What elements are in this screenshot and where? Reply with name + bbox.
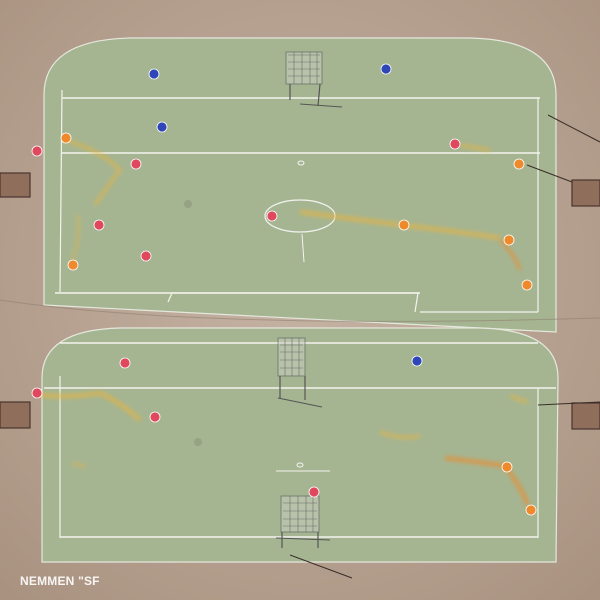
player-marker-orange [503, 234, 515, 246]
player-marker-red [140, 250, 152, 262]
player-marker-red [119, 357, 131, 369]
player-marker-red [266, 210, 278, 222]
top-right-stand [571, 179, 600, 207]
top-line-left [59, 89, 63, 293]
bottom-right-stand [571, 402, 600, 430]
player-marker-orange [60, 132, 72, 144]
pitch-top [0, 37, 600, 333]
pitch-top-surface [43, 37, 557, 333]
player-marker-orange [525, 504, 537, 516]
player-marker-orange [67, 259, 79, 271]
bottom-goal-lower [275, 495, 331, 548]
player-marker-red [93, 219, 105, 231]
bottom-shadow-line [289, 554, 353, 579]
bottom-goal-upper [277, 337, 323, 408]
top-ball [184, 200, 192, 208]
player-marker-red [31, 145, 43, 157]
watermark-text: NEMMEN "SF [20, 574, 100, 588]
player-marker-orange [501, 461, 513, 473]
player-marker-red [31, 387, 43, 399]
player-marker-red [149, 411, 161, 423]
player-marker-blue [156, 121, 168, 133]
top-left-stand [0, 172, 31, 198]
bottom-spot [296, 462, 304, 468]
top-center-tick [301, 233, 305, 263]
players-top [31, 63, 533, 291]
player-marker-orange [513, 158, 525, 170]
player-marker-orange [398, 219, 410, 231]
player-marker-red [449, 138, 461, 150]
players-bottom [31, 355, 537, 516]
player-marker-red [308, 486, 320, 498]
top-spot [297, 160, 305, 166]
top-wire-2 [526, 164, 573, 183]
top-box [167, 292, 419, 313]
bottom-wire [537, 401, 600, 406]
player-marker-blue [380, 63, 392, 75]
bottom-ball [194, 438, 202, 446]
top-wire [547, 114, 600, 143]
top-trails [64, 138, 522, 271]
pitch-top-shadow [0, 299, 600, 322]
pitch-bottom [0, 327, 600, 579]
player-marker-blue [148, 68, 160, 80]
bottom-left-stand [0, 401, 31, 429]
pitch-bottom-surface [41, 327, 559, 563]
player-marker-red [130, 158, 142, 170]
player-marker-orange [521, 279, 533, 291]
player-marker-blue [411, 355, 423, 367]
top-goal [285, 51, 343, 108]
